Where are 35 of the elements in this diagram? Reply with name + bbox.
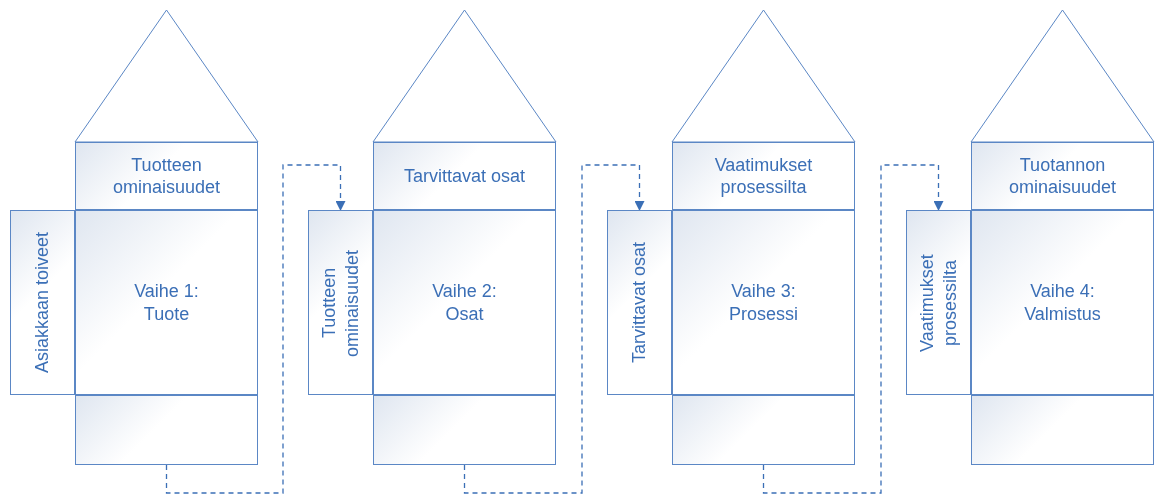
stage-label: Vaihe 2: Osat: [431, 280, 498, 325]
stage-label: Vaihe 3: Prosessi: [728, 280, 799, 325]
side-text: Tuotteen ominaisuudet: [318, 247, 363, 359]
side-box: [308, 210, 373, 395]
stage-label: Vaihe 4: Valmistus: [1023, 280, 1102, 325]
stage-box: [373, 210, 556, 395]
side-text: Asiakkaan toiveet: [31, 231, 54, 374]
side-box: [607, 210, 672, 395]
header-text: Tarvittavat osat: [403, 164, 526, 188]
stage-box: [971, 210, 1154, 395]
header-box: [971, 142, 1154, 210]
side-box: [906, 210, 971, 395]
side-text: Tarvittavat osat: [628, 241, 651, 364]
dashed-arrow: [762, 164, 944, 494]
dashed-arrow: [463, 164, 645, 494]
roof-triangle: [75, 10, 258, 142]
stage-box: [672, 210, 855, 395]
dashed-arrow: [165, 164, 346, 494]
header-text: Vaatimukset prosessilta: [713, 153, 814, 199]
roof-triangle: [971, 10, 1154, 142]
side-box: [10, 210, 75, 395]
roof-triangle: [672, 10, 855, 142]
stage-box: [75, 210, 258, 395]
bottom-box: [672, 395, 855, 465]
bottom-box: [75, 395, 258, 465]
side-text: Vaatimukset prosessilta: [916, 252, 961, 354]
header-box: [75, 142, 258, 210]
stage-label: Vaihe 1: Tuote: [133, 280, 200, 325]
header-text: Tuotannon ominaisuudet: [1007, 153, 1118, 199]
header-text: Tuotteen ominaisuudet: [111, 153, 222, 199]
bottom-box: [971, 395, 1154, 465]
header-box: [672, 142, 855, 210]
header-box: [373, 142, 556, 210]
bottom-box: [373, 395, 556, 465]
roof-triangle: [373, 10, 556, 142]
